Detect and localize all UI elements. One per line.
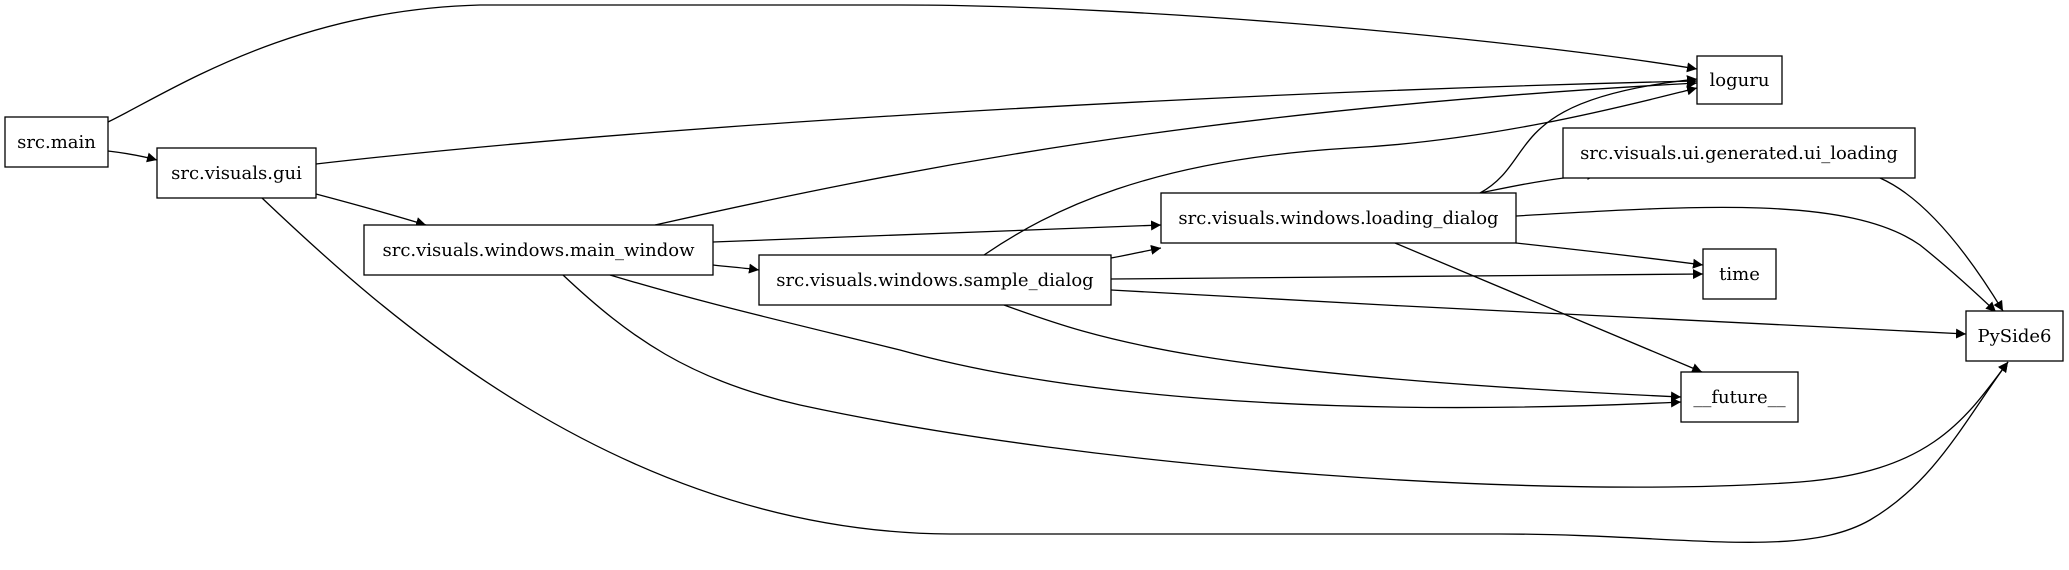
node-sample-dialog: src.visuals.windows.sample_dialog [758, 254, 1112, 306]
edge-main-window-to-future [609, 274, 1682, 409]
edge-sample-dialog-to-pyside6 [1110, 289, 1967, 339]
edge-main-window-to-pyside6 [562, 274, 2009, 488]
edge-src-visuals-gui-to-pyside6 [261, 197, 2009, 543]
edge-src-visuals-gui-to-main-window [315, 193, 427, 227]
edge-loading-dialog-to-loguru [1479, 75, 1698, 194]
edges [107, 4, 2009, 543]
node-future: __future__ [1680, 371, 1799, 423]
node-src-main: src.main [4, 116, 109, 168]
node-label: src.visuals.windows.loading_dialog [1178, 208, 1498, 229]
node-box [4, 116, 109, 168]
node-box [363, 224, 714, 276]
edge-main-window-to-loading-dialog [712, 220, 1162, 243]
node-time: time [1702, 248, 1777, 300]
node-label: PySide6 [1978, 326, 2052, 347]
edge-sample-dialog-to-time [1110, 269, 1704, 280]
node-loguru: loguru [1696, 55, 1783, 105]
edge-loading-dialog-to-future [1394, 242, 1703, 373]
node-label: src.visuals.windows.sample_dialog [776, 270, 1093, 291]
node-pyside6: PySide6 [1965, 310, 2064, 362]
node-label: src.main [17, 132, 96, 153]
node-box [1562, 127, 1916, 179]
node-box [1702, 248, 1777, 300]
edge-loading-dialog-to-time [1515, 242, 1704, 269]
node-src-visuals-gui: src.visuals.gui [156, 147, 317, 199]
edge-main-window-to-loguru [654, 78, 1698, 226]
edge-ui-loading-to-pyside6 [1879, 177, 2004, 312]
edge-src-main-to-loguru [107, 4, 1698, 123]
nodes: src.main src.visuals.gui src.visuals.windo… [4, 55, 2064, 423]
edge-sample-dialog-to-loading-dialog [1110, 244, 1162, 259]
edge-src-main-to-src-visuals-gui [107, 150, 158, 163]
node-label: src.visuals.gui [171, 163, 302, 184]
node-ui-loading: src.visuals.ui.generated.ui_loading [1562, 127, 1916, 179]
edge-main-window-to-sample-dialog [712, 263, 760, 274]
node-box [1680, 371, 1799, 423]
node-label: src.visuals.windows.main_window [382, 240, 695, 261]
edge-src-visuals-gui-to-loguru [315, 76, 1698, 165]
node-label: src.visuals.ui.generated.ui_loading [1580, 143, 1898, 164]
edge-sample-dialog-to-loguru [983, 85, 1698, 256]
edge-loading-dialog-to-pyside6 [1515, 206, 1997, 313]
node-main-window: src.visuals.windows.main_window [363, 224, 714, 276]
node-label: __future__ [1693, 387, 1785, 408]
node-box [156, 147, 317, 199]
node-label: time [1719, 264, 1760, 285]
node-box [1160, 192, 1517, 244]
node-loading-dialog: src.visuals.windows.loading_dialog [1160, 192, 1517, 244]
node-box [758, 254, 1112, 306]
node-label: loguru [1710, 70, 1770, 91]
edge-sample-dialog-to-future [1003, 304, 1682, 402]
node-box [1696, 55, 1783, 105]
node-box [1965, 310, 2064, 362]
